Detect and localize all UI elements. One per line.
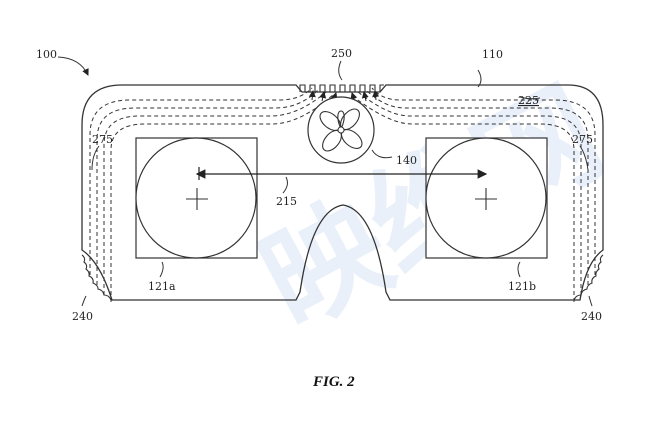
fan: [307, 96, 375, 164]
label-225: 225: [518, 94, 539, 107]
label-275-right: 275: [572, 133, 593, 146]
label-100: 100: [36, 48, 57, 61]
lens-right: [425, 137, 548, 259]
lens-left: [135, 137, 258, 259]
label-215: 215: [276, 195, 297, 208]
housing-outline: [81, 84, 604, 301]
distance-arrow: [195, 167, 488, 180]
label-121b: 121b: [508, 280, 536, 293]
label-240-left: 240: [72, 310, 93, 323]
label-275-left: 275: [92, 133, 113, 146]
figure-caption: FIG. 2: [312, 374, 355, 390]
label-110: 110: [482, 48, 503, 61]
airflow-right: [349, 87, 596, 302]
reference-labels: 100 110 250 225 140 275 275 215 121a 121…: [36, 47, 602, 323]
label-121a: 121a: [148, 280, 176, 293]
label-240-right: 240: [581, 310, 602, 323]
vent-teeth: [299, 84, 384, 93]
label-140: 140: [396, 154, 417, 167]
airflow-left: [89, 87, 335, 302]
leader-lines: [57, 56, 593, 307]
label-250: 250: [331, 47, 352, 60]
